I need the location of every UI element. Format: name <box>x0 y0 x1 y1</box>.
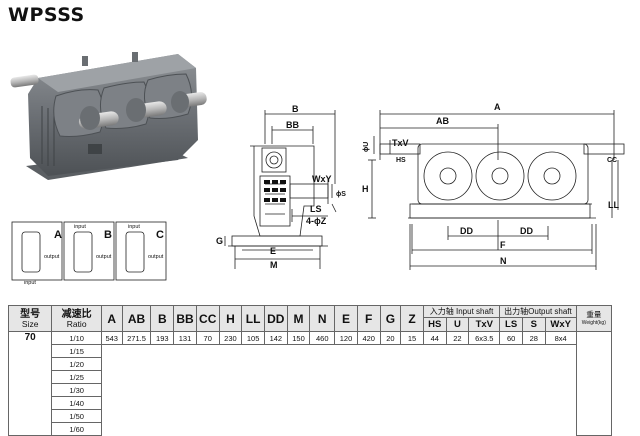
view-A-output-label: output <box>44 254 60 260</box>
view-B-input-label: input <box>74 224 86 230</box>
dim-label-LL: LL <box>608 200 619 210</box>
header-S: S <box>521 317 546 332</box>
dim-label-N: N <box>500 256 507 266</box>
header-G: G <box>379 305 402 332</box>
dim-label-F: F <box>500 240 506 250</box>
cell-U: 22 <box>445 331 470 345</box>
mounting-views: A B C output input output input input ou… <box>11 221 167 286</box>
cell-M: 150 <box>286 331 311 345</box>
header-Z: Z <box>400 305 424 332</box>
dim-label-HS: HS <box>396 157 406 164</box>
cell-ratio: 1/25 <box>51 370 102 384</box>
dim-label-BB: BB <box>286 120 299 130</box>
dim-label-phiU: ϕU <box>363 142 370 152</box>
header-A: A <box>100 305 123 332</box>
dim-label-4phiZ: 4-ϕZ <box>306 216 327 226</box>
header-AB: AB <box>121 305 152 332</box>
dim-label-DD-left: DD <box>460 226 473 236</box>
cell-A: 543 <box>100 331 123 345</box>
cell-ratio: 1/50 <box>51 409 102 423</box>
view-C-output-label: output <box>148 254 164 260</box>
dim-label-A: A <box>494 102 501 112</box>
cell-DD: 142 <box>263 331 288 345</box>
dim-label-phiS: ϕS <box>336 191 346 198</box>
dim-label-E: E <box>270 246 276 256</box>
view-C-input-label: input <box>128 224 140 230</box>
dim-label-AB: AB <box>436 116 449 126</box>
cell-TxV: 6x3.5 <box>468 331 501 345</box>
gearbox-photo <box>10 52 207 180</box>
product-title: WPSSS <box>8 4 85 26</box>
header-B: B <box>150 305 175 332</box>
header-E: E <box>334 305 358 332</box>
view-B-output-label: output <box>96 254 112 260</box>
cell-CC: 70 <box>195 331 220 345</box>
cell-WxY: 8x4 <box>544 331 577 345</box>
cell-Z: 15 <box>400 331 424 345</box>
cell-ratio: 1/40 <box>51 396 102 410</box>
table-row: 70 1/10 543 271.5 193 131 70 230 105 142… <box>7 331 613 436</box>
cell-N: 460 <box>309 331 336 345</box>
cell-ratio: 1/20 <box>51 357 102 371</box>
dim-label-B: B <box>292 104 299 114</box>
cell-BB: 131 <box>173 331 197 345</box>
header-LS: LS <box>499 317 523 332</box>
header-input-shaft: 入力轴 Input shaft <box>422 305 501 318</box>
side-view-drawing: B BB WxY ϕS LS 4-ϕZ G E M <box>216 104 346 270</box>
view-label-A: A <box>54 229 62 241</box>
view-label-B: B <box>104 229 112 241</box>
dim-label-TxV: TxV <box>392 138 409 148</box>
cell-ratio: 1/15 <box>51 344 102 358</box>
cell-HS: 44 <box>422 331 447 345</box>
view-label-C: C <box>156 229 164 241</box>
header-H: H <box>218 305 243 332</box>
cell-LS: 60 <box>499 331 523 345</box>
dim-label-DD-right: DD <box>520 226 533 236</box>
cell-ratio: 1/30 <box>51 383 102 397</box>
dim-label-WxY: WxY <box>312 174 332 184</box>
cell-F: 420 <box>356 331 381 345</box>
header-CC: CC <box>195 305 220 332</box>
dim-label-CC: CC <box>607 157 617 164</box>
cell-B: 193 <box>150 331 175 345</box>
front-view-drawing: A AB ϕU TxV HS H CC LL DD DD F N <box>362 102 625 270</box>
dim-label-LS: LS <box>310 204 322 214</box>
cell-LL: 105 <box>241 331 265 345</box>
view-A-input-label: input <box>24 280 36 286</box>
cell-AB: 271.5 <box>121 331 152 345</box>
header-LL: LL <box>241 305 265 332</box>
table-subheader-row: HS U TxV LS S WxY <box>9 317 612 332</box>
cell-size: 70 <box>7 331 53 436</box>
header-M: M <box>286 305 311 332</box>
cell-weight <box>575 331 613 436</box>
dim-label-G: G <box>216 236 223 246</box>
cell-H: 230 <box>218 331 243 345</box>
dim-label-H: H <box>362 184 369 194</box>
header-TxV: TxV <box>468 317 501 332</box>
header-WxY: WxY <box>544 317 577 332</box>
header-output-shaft: 出力轴Output shaft <box>499 305 577 318</box>
cell-G: 20 <box>379 331 402 345</box>
header-DD: DD <box>263 305 288 332</box>
header-N: N <box>309 305 336 332</box>
header-F: F <box>356 305 381 332</box>
header-HS: HS <box>422 317 447 332</box>
cell-ratio: 1/10 <box>51 331 102 345</box>
cell-E: 120 <box>334 331 358 345</box>
dim-label-M: M <box>270 260 278 270</box>
cell-S: 28 <box>521 331 546 345</box>
table-row: 1/15 <box>9 344 612 358</box>
cell-ratio: 1/60 <box>51 422 102 436</box>
header-BB: BB <box>173 305 197 332</box>
header-U: U <box>445 317 470 332</box>
